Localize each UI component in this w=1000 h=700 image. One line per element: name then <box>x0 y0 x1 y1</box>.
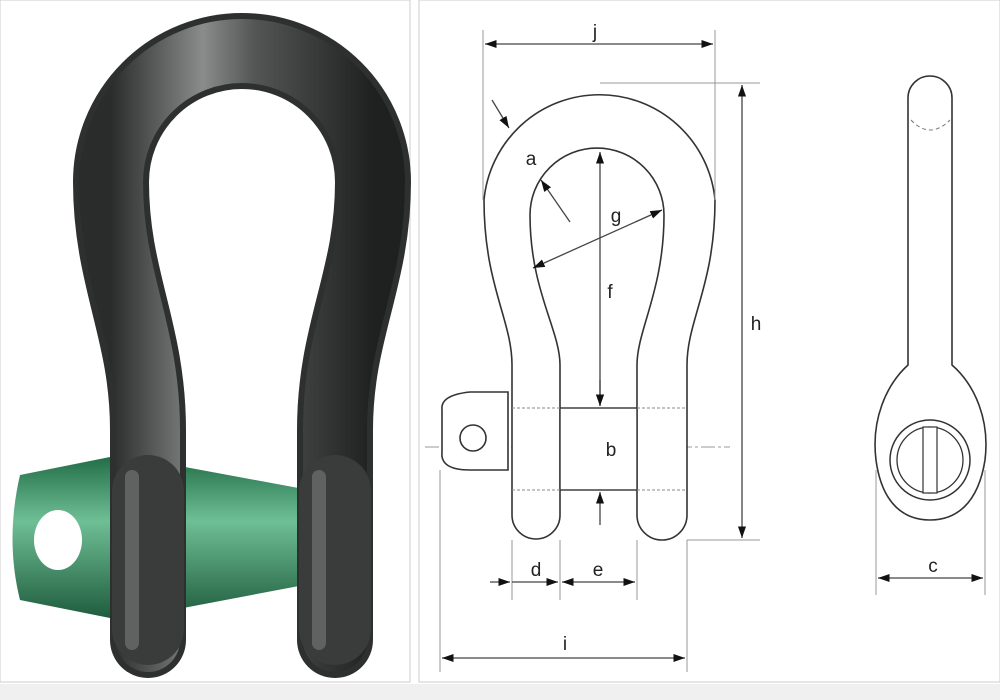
bottom-strip <box>0 684 1000 700</box>
pin-head-outer <box>889 419 971 501</box>
dim-g <box>532 209 663 269</box>
label-a: a <box>526 149 537 170</box>
shackle-outline <box>483 94 716 541</box>
label-i: i <box>563 634 567 655</box>
shackle-photo <box>12 13 412 678</box>
label-f: f <box>607 282 613 303</box>
label-j: j <box>592 22 597 43</box>
left-leg <box>112 455 184 665</box>
right-leg <box>299 455 371 665</box>
label-h: h <box>751 314 762 335</box>
label-g: g <box>611 206 622 227</box>
label-c: c <box>928 556 938 577</box>
dim-a <box>491 99 510 129</box>
side-view: c <box>874 75 987 595</box>
pin-body <box>559 407 638 491</box>
label-e: e <box>593 560 604 581</box>
pin-eye-hole <box>34 510 82 570</box>
label-b: b <box>606 440 617 461</box>
front-view: j h i d e f b g a <box>425 22 761 672</box>
pin-slot <box>922 426 938 494</box>
side-profile <box>874 75 987 521</box>
label-d: d <box>531 560 542 581</box>
